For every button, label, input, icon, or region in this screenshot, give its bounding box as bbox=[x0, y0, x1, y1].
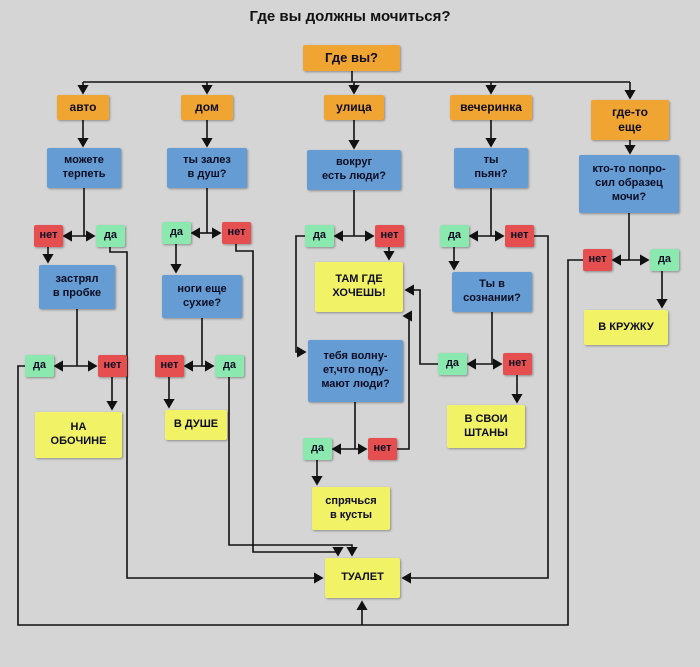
node-hide-in-bushes: спрячься в кусты bbox=[312, 487, 390, 530]
node-home: дом bbox=[181, 95, 233, 120]
node-are-you-drunk: ты пьян? bbox=[454, 148, 528, 188]
answer-yes-can-hold: да bbox=[96, 225, 125, 247]
node-traffic-jam: застрял в пробке bbox=[39, 265, 115, 309]
node-in-your-pants: В СВОИ ШТАНЫ bbox=[447, 405, 525, 448]
answer-yes-traffic-jam: да bbox=[25, 355, 54, 377]
answer-yes-drunk: да bbox=[440, 225, 469, 247]
answer-no-people-around: нет bbox=[375, 225, 404, 247]
node-urine-sample: кто-то попро- сил образец мочи? bbox=[579, 155, 679, 213]
answer-no-worry: нет bbox=[368, 438, 397, 460]
node-can-you-hold-it: можете терпеть bbox=[47, 148, 121, 188]
node-worry-what-people-think: тебя волну- ет,что поду- мают люди? bbox=[308, 340, 403, 402]
node-feet-still-dry: ноги еще сухие? bbox=[162, 275, 242, 318]
node-wherever-you-want: ТАМ ГДЕ ХОЧЕШЬ! bbox=[315, 262, 403, 312]
node-street: улица bbox=[324, 95, 384, 120]
answer-yes-conscious: да bbox=[438, 353, 467, 375]
answer-no-conscious: нет bbox=[503, 353, 532, 375]
node-are-you-conscious: Ты в сознании? bbox=[452, 272, 532, 312]
node-car: авто bbox=[57, 95, 109, 120]
answer-yes-people-around: да bbox=[305, 225, 334, 247]
answer-yes-worry: да bbox=[303, 438, 332, 460]
node-in-the-shower-result: В ДУШЕ bbox=[165, 410, 227, 440]
answer-yes-in-shower: да bbox=[162, 222, 191, 244]
answer-yes-urine-sample: да bbox=[650, 249, 679, 271]
answer-no-traffic-jam: нет bbox=[98, 355, 127, 377]
node-on-the-roadside: НА ОБОЧИНЕ bbox=[35, 412, 122, 458]
answer-no-urine-sample: нет bbox=[583, 249, 612, 271]
node-party: вечеринка bbox=[450, 95, 532, 120]
node-where-are-you: Где вы? bbox=[303, 45, 400, 71]
answer-no-drunk: нет bbox=[505, 225, 534, 247]
answer-no-can-hold: нет bbox=[34, 225, 63, 247]
answer-no-feet-dry: нет bbox=[155, 355, 184, 377]
page-title: Где вы должны мочиться? bbox=[249, 8, 451, 25]
node-in-a-mug: В КРУЖКУ bbox=[584, 310, 668, 345]
node-in-the-shower: ты залез в душ? bbox=[167, 148, 247, 188]
node-people-around: вокруг есть люди? bbox=[307, 150, 401, 190]
node-somewhere-else: где-то еще bbox=[591, 100, 669, 140]
answer-no-in-shower: нет bbox=[222, 222, 251, 244]
node-toilet: ТУАЛЕТ bbox=[325, 558, 400, 598]
answer-yes-feet-dry: да bbox=[215, 355, 244, 377]
